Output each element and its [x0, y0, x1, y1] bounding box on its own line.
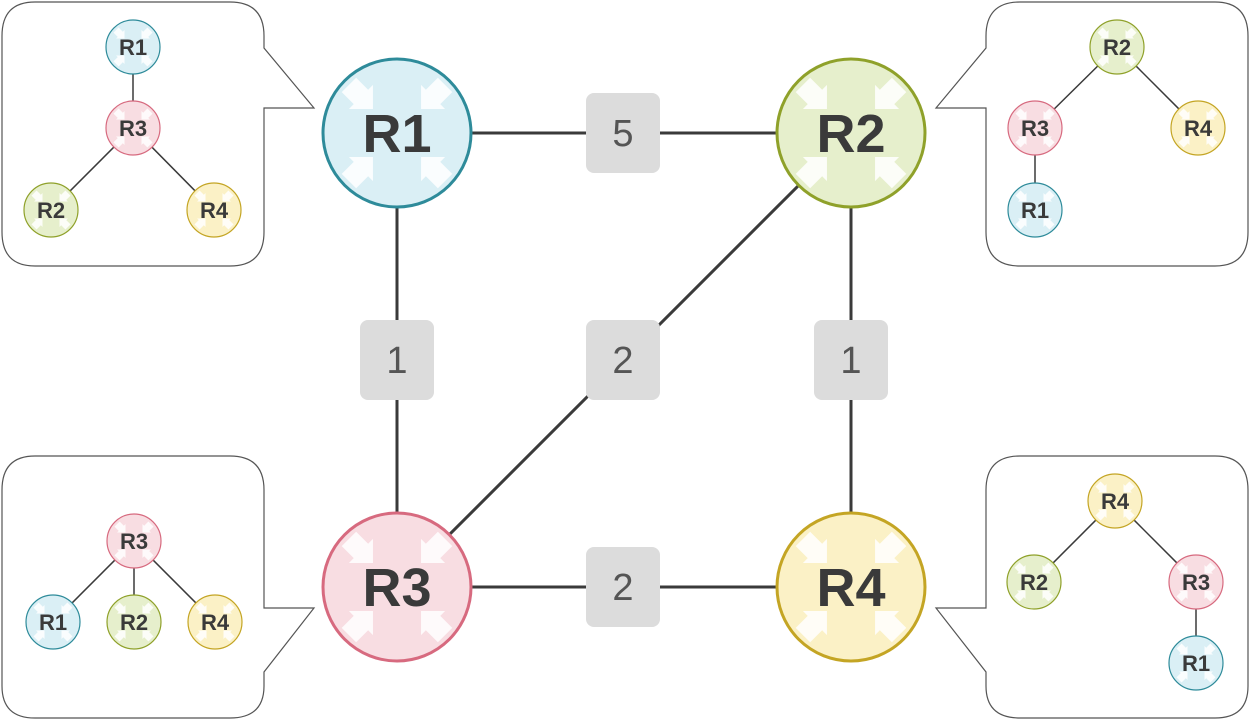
- tree-node-r2: R2: [106, 594, 162, 650]
- tree-node-label: R4: [200, 198, 229, 223]
- weight-badge: 5: [586, 93, 660, 173]
- tree-node-label: R2: [1103, 35, 1131, 60]
- tree-edge: [69, 146, 115, 192]
- tree-edge: [1135, 65, 1180, 110]
- tree-node-r4: R4: [186, 182, 242, 238]
- weight-badge: 1: [360, 320, 434, 400]
- tree-node-r2: R2: [1089, 19, 1145, 75]
- tree-node-label: R1: [119, 35, 147, 60]
- weight-box: [814, 320, 888, 400]
- weight-label: 5: [612, 113, 633, 155]
- tree-node-r1: R1: [1168, 635, 1224, 691]
- weight-label: 2: [612, 567, 633, 609]
- callout-r4: [934, 455, 1249, 719]
- tree-node-label: R3: [120, 529, 148, 554]
- tree-node-r2: R2: [1006, 554, 1062, 610]
- tree-edge: [71, 559, 116, 604]
- weight-label: 2: [612, 340, 633, 382]
- tree-node-label: R3: [1182, 570, 1210, 595]
- weight-label: 1: [386, 340, 407, 382]
- tree-node-label: R4: [1101, 489, 1130, 514]
- weight-badge: 2: [586, 320, 660, 400]
- router-r2[interactable]: R2: [775, 57, 927, 209]
- router-label: R1: [362, 104, 431, 164]
- tree-edge: [1133, 519, 1178, 564]
- router-label: R3: [362, 558, 431, 618]
- tree-node-r1: R1: [1007, 182, 1063, 238]
- tree-edge: [151, 146, 196, 192]
- tree-node-label: R2: [1020, 570, 1048, 595]
- tree-node-r2: R2: [23, 182, 79, 238]
- tree-node-r3: R3: [106, 513, 162, 569]
- tree-node-r3: R3: [1007, 100, 1063, 156]
- tree-node-r1: R1: [25, 594, 81, 650]
- tree-node-r3: R3: [105, 100, 161, 156]
- tree-node-r1: R1: [105, 19, 161, 75]
- weight-box: [360, 320, 434, 400]
- router-r1[interactable]: R1: [321, 57, 473, 209]
- tree-edge: [1053, 65, 1099, 110]
- tree-node-label: R4: [1184, 116, 1213, 141]
- tree-node-r3: R3: [1168, 554, 1224, 610]
- tree-node-label: R1: [39, 610, 67, 635]
- router-label: R2: [816, 104, 885, 164]
- tree-node-label: R1: [1021, 198, 1049, 223]
- router-r3[interactable]: R3: [321, 511, 473, 663]
- weight-badge: 2: [586, 547, 660, 627]
- weight-label: 1: [840, 340, 861, 382]
- tree-node-r4: R4: [1087, 473, 1143, 529]
- tree-node-r4: R4: [1170, 100, 1226, 156]
- tree-node-r4: R4: [187, 594, 243, 650]
- tree-node-label: R2: [37, 198, 65, 223]
- tree-node-label: R4: [201, 610, 230, 635]
- router-r4[interactable]: R4: [775, 511, 927, 663]
- tree-node-label: R3: [119, 116, 147, 141]
- callout-r3: [1, 455, 316, 719]
- tree-node-label: R1: [1182, 651, 1210, 676]
- weight-badge: 1: [814, 320, 888, 400]
- tree-node-label: R3: [1021, 116, 1049, 141]
- tree-edge: [1052, 519, 1097, 564]
- router-label: R4: [816, 558, 885, 618]
- tree-node-label: R2: [120, 610, 148, 635]
- weight-box: [586, 320, 660, 400]
- weight-box: [586, 547, 660, 627]
- tree-edge: [152, 559, 197, 604]
- weight-box: [586, 93, 660, 173]
